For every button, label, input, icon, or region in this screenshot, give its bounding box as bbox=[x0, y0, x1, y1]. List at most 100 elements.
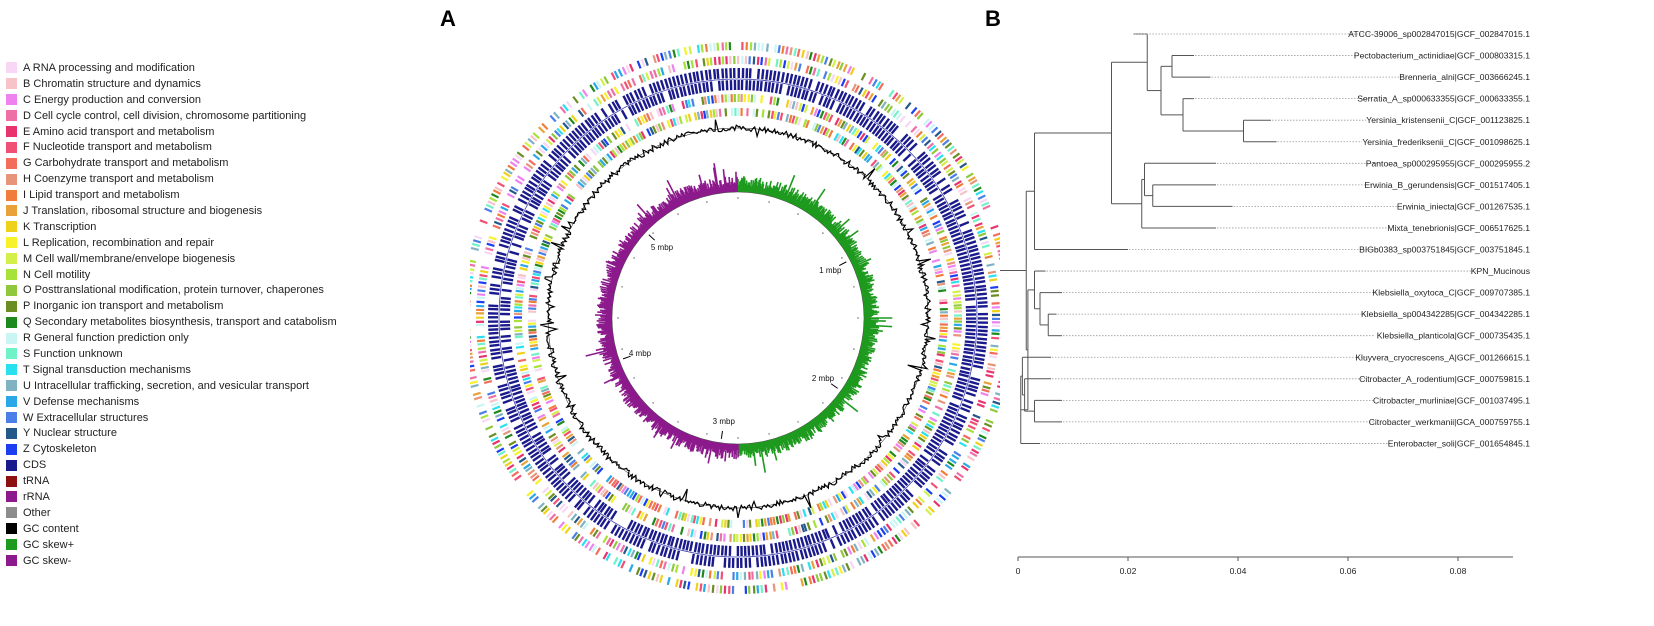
cds-feature-mark bbox=[748, 80, 752, 91]
gc-skew-positive-mark bbox=[863, 306, 880, 310]
cds-feature-mark bbox=[932, 193, 943, 202]
gc-skew-positive-mark bbox=[857, 274, 870, 280]
cog-feature-mark bbox=[966, 427, 975, 434]
cds-feature-mark bbox=[525, 444, 536, 452]
legend-swatch bbox=[6, 141, 17, 153]
gc-skew-negative-mark bbox=[640, 405, 649, 414]
cog-feature-mark bbox=[532, 153, 541, 161]
cog-feature-mark bbox=[597, 485, 604, 494]
gc-skew-negative-mark bbox=[622, 382, 631, 389]
cog-feature-mark bbox=[931, 374, 940, 379]
cds-feature-mark bbox=[667, 548, 673, 559]
cog-feature-mark bbox=[907, 506, 915, 514]
gc-skew-positive-mark bbox=[802, 198, 811, 211]
gc-skew-negative-mark bbox=[604, 307, 613, 311]
cog-feature-mark bbox=[850, 544, 856, 553]
cog-feature-mark bbox=[812, 519, 818, 529]
cog-feature-mark bbox=[940, 160, 949, 167]
cog-feature-mark bbox=[811, 122, 817, 131]
cog-feature-mark bbox=[700, 44, 704, 53]
cog-feature-mark bbox=[603, 92, 610, 101]
gc-skew-positive-mark bbox=[798, 196, 807, 209]
gc-skew-negative-mark bbox=[676, 197, 682, 206]
gc-skew-negative-mark bbox=[691, 437, 699, 452]
cds-feature-mark bbox=[810, 533, 817, 544]
cog-feature-mark bbox=[582, 522, 589, 531]
cog-feature-mark bbox=[877, 146, 885, 155]
cog-feature-mark bbox=[610, 478, 618, 487]
cds-feature-mark bbox=[610, 115, 619, 126]
cog-feature-mark bbox=[642, 513, 649, 522]
legend-item: V Defense mechanisms bbox=[6, 394, 386, 410]
cog-feature-mark bbox=[564, 174, 573, 182]
cog-feature-mark bbox=[990, 224, 999, 230]
cog-feature-mark bbox=[533, 266, 543, 271]
cog-feature-mark bbox=[528, 300, 537, 304]
cog-feature-mark bbox=[521, 373, 530, 379]
cog-feature-mark bbox=[900, 170, 908, 177]
cog-feature-mark bbox=[994, 392, 1000, 396]
cog-feature-mark bbox=[472, 239, 482, 244]
cog-feature-mark bbox=[544, 233, 553, 240]
tree-axis-tick-label: 0.02 bbox=[1120, 566, 1137, 576]
cog-feature-mark bbox=[605, 537, 612, 546]
cog-feature-mark bbox=[815, 68, 821, 77]
cds-feature-mark bbox=[755, 557, 760, 568]
gc-skew-positive-mark bbox=[759, 185, 763, 195]
cds-feature-mark bbox=[667, 535, 673, 546]
cog-feature-mark bbox=[470, 336, 471, 339]
tree-axis-tick-label: 0 bbox=[1016, 566, 1021, 576]
cog-feature-mark bbox=[568, 169, 577, 177]
gc-skew-negative-mark bbox=[676, 431, 685, 446]
cds-feature-mark bbox=[562, 155, 572, 164]
cds-ring-divider bbox=[498, 78, 978, 558]
cog-feature-mark bbox=[470, 284, 473, 288]
cog-feature-mark bbox=[800, 524, 806, 533]
cds-feature-mark bbox=[674, 537, 680, 548]
gc-skew-positive-mark bbox=[771, 185, 776, 197]
cog-feature-mark bbox=[488, 235, 497, 241]
cog-feature-mark bbox=[711, 584, 715, 593]
cog-feature-mark bbox=[761, 109, 765, 118]
cog-feature-mark bbox=[474, 235, 483, 240]
gc-skew-negative-mark bbox=[680, 195, 686, 204]
cds-feature-mark bbox=[976, 292, 987, 296]
gc-skew-negative-mark bbox=[675, 430, 684, 446]
cog-feature-mark bbox=[670, 563, 676, 572]
cds-feature-mark bbox=[930, 438, 940, 447]
cds-feature-mark bbox=[977, 329, 988, 333]
cds-feature-mark bbox=[649, 96, 655, 107]
cog-feature-mark bbox=[529, 395, 538, 401]
gc-skew-negative-mark bbox=[618, 249, 629, 257]
cog-feature-mark bbox=[918, 133, 926, 141]
cog-feature-mark bbox=[705, 569, 709, 579]
gc-skew-positive-mark bbox=[838, 236, 848, 244]
cog-feature-mark bbox=[834, 117, 840, 126]
cog-feature-mark bbox=[667, 50, 673, 59]
cds-feature-mark bbox=[492, 364, 503, 369]
cog-feature-mark bbox=[601, 156, 609, 165]
cog-feature-mark bbox=[665, 105, 670, 114]
cds-feature-mark bbox=[759, 544, 763, 555]
tree-leaf-label: Klebsiella_sp004342285|GCF_004342285.1 bbox=[1361, 309, 1530, 319]
gc-skew-positive-mark bbox=[835, 232, 845, 240]
gc-skew-negative-mark bbox=[601, 326, 613, 330]
cog-feature-mark bbox=[778, 515, 783, 524]
gc-skew-negative-mark bbox=[610, 270, 621, 275]
gc-skew-positive-mark bbox=[846, 246, 859, 255]
tree-axis-tick-label: 0.08 bbox=[1450, 566, 1467, 576]
cds-feature-mark bbox=[581, 489, 591, 500]
cds-feature-mark bbox=[784, 540, 790, 551]
cog-feature-mark bbox=[906, 177, 914, 185]
gc-skew-negative-mark bbox=[682, 432, 688, 441]
cog-feature-mark bbox=[864, 136, 871, 144]
cds-feature-mark bbox=[565, 135, 574, 145]
cds-feature-mark bbox=[755, 545, 759, 556]
cog-feature-mark bbox=[542, 207, 551, 214]
gc-skew-positive-mark bbox=[752, 443, 757, 466]
cog-feature-mark bbox=[776, 111, 781, 121]
gc-skew-negative-mark bbox=[611, 277, 619, 281]
cog-feature-mark bbox=[989, 351, 998, 355]
gc-skew-negative-mark bbox=[670, 193, 679, 208]
gc-skew-negative-mark bbox=[698, 438, 705, 452]
